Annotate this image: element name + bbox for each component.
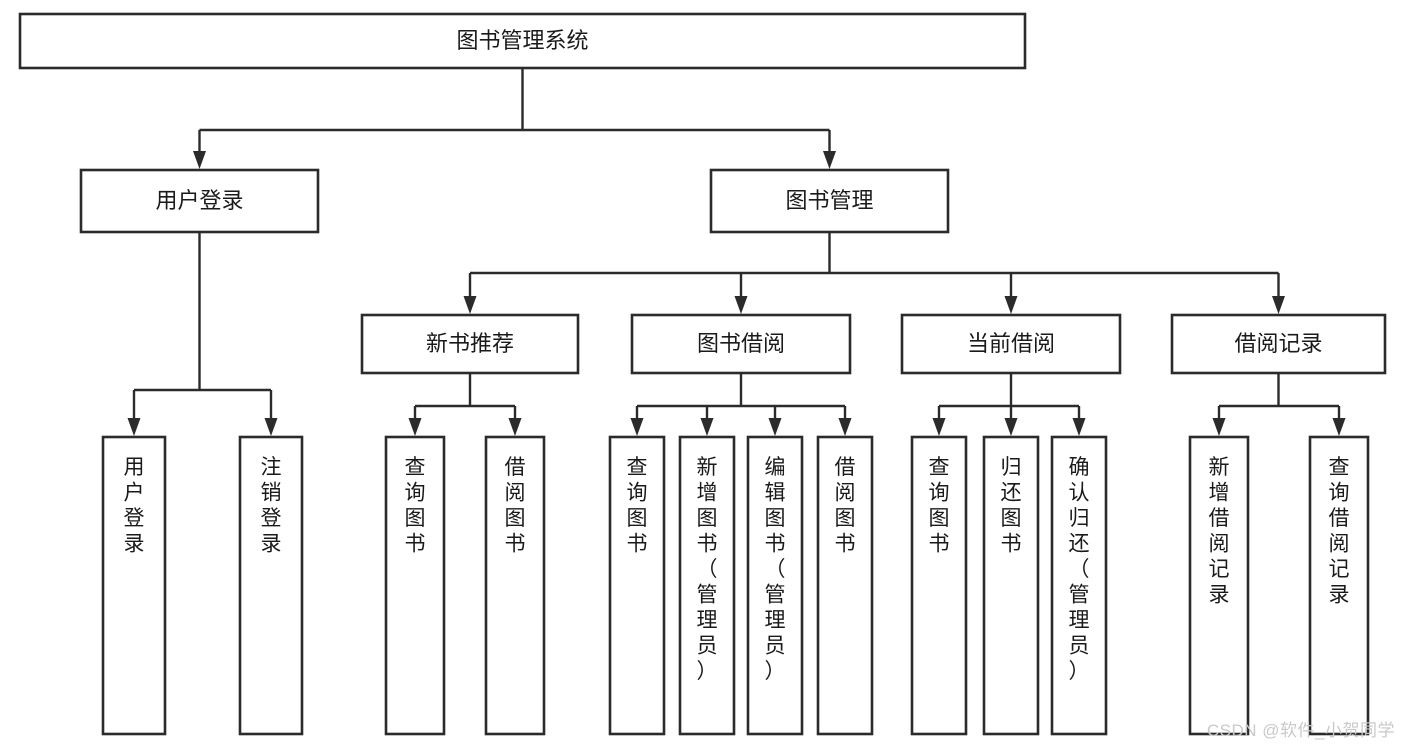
connector-layer bbox=[127, 68, 1346, 436]
arrow-head-icon bbox=[768, 418, 782, 436]
node-leaf-cur-return[interactable]: 归还图书 bbox=[982, 435, 1040, 736]
node-box[interactable] bbox=[238, 435, 304, 736]
node-leaf-user-logout[interactable]: 注销登录 bbox=[238, 435, 304, 736]
node-label: 查询借阅记录 bbox=[1329, 456, 1350, 607]
node-box[interactable] bbox=[816, 435, 874, 736]
node-root[interactable]: 图书管理系统 bbox=[18, 12, 1027, 70]
node-l3-newbook[interactable]: 新书推荐 bbox=[360, 313, 580, 375]
node-label: 查询图书 bbox=[929, 456, 950, 556]
node-leaf-bw-add[interactable]: 新增图书（管理员） bbox=[678, 435, 736, 736]
arrow-head-icon bbox=[193, 151, 206, 169]
node-box[interactable] bbox=[1308, 435, 1370, 736]
node-l2-user[interactable]: 用户登录 bbox=[79, 168, 320, 234]
arrow-head-icon bbox=[1212, 418, 1226, 436]
node-label: 新增借阅记录 bbox=[1209, 456, 1230, 607]
arrow-head-icon bbox=[463, 296, 477, 314]
node-box[interactable] bbox=[608, 435, 666, 736]
node-box[interactable] bbox=[678, 435, 736, 736]
node-label: 确认归还（管理员） bbox=[1069, 456, 1090, 683]
node-label: 图书管理 bbox=[785, 188, 873, 213]
node-l3-current[interactable]: 当前借阅 bbox=[900, 313, 1122, 375]
node-l3-borrow[interactable]: 图书借阅 bbox=[630, 313, 852, 375]
arrow-head-icon bbox=[1004, 418, 1018, 436]
node-box[interactable] bbox=[630, 313, 852, 375]
node-label: 借阅图书 bbox=[505, 456, 526, 556]
node-label: 查询图书 bbox=[405, 456, 426, 556]
node-box[interactable] bbox=[746, 435, 804, 736]
node-box[interactable] bbox=[384, 435, 446, 736]
connector-group bbox=[127, 232, 278, 436]
arrow-head-icon bbox=[734, 296, 748, 314]
arrow-head-icon bbox=[700, 418, 714, 436]
node-l2-book[interactable]: 图书管理 bbox=[709, 168, 950, 234]
node-box[interactable] bbox=[910, 435, 968, 736]
node-label: 当前借阅 bbox=[967, 331, 1055, 356]
node-box[interactable] bbox=[18, 12, 1027, 70]
node-label: 归还图书 bbox=[1001, 456, 1022, 556]
node-leaf-nb-query[interactable]: 查询图书 bbox=[384, 435, 446, 736]
arrow-head-icon bbox=[630, 418, 644, 436]
node-label: 图书管理系统 bbox=[456, 28, 588, 53]
node-label: 借阅图书 bbox=[835, 456, 856, 556]
node-leaf-cur-confirm[interactable]: 确认归还（管理员） bbox=[1050, 435, 1108, 736]
arrow-head-icon bbox=[1272, 296, 1285, 314]
node-label: 用户登录 bbox=[124, 456, 145, 556]
arrow-head-icon bbox=[264, 418, 278, 436]
node-box[interactable] bbox=[360, 313, 580, 375]
arrow-head-icon bbox=[932, 418, 946, 436]
node-leaf-bw-edit[interactable]: 编辑图书（管理员） bbox=[746, 435, 804, 736]
connector-group bbox=[1212, 373, 1346, 436]
csdn-watermark: CSDN @软件_小贺同学 bbox=[1206, 721, 1395, 740]
connector-group bbox=[463, 232, 1285, 314]
node-label: 图书借阅 bbox=[697, 331, 785, 356]
node-leaf-bw-query[interactable]: 查询图书 bbox=[608, 435, 666, 736]
arrow-head-icon bbox=[1332, 418, 1346, 436]
node-box[interactable] bbox=[1188, 435, 1250, 736]
node-label: 新增图书（管理员） bbox=[697, 456, 718, 683]
node-box[interactable] bbox=[900, 313, 1122, 375]
node-label: 查询图书 bbox=[627, 456, 648, 556]
node-label: 注销登录 bbox=[261, 456, 282, 556]
node-box[interactable] bbox=[484, 435, 546, 736]
node-leaf-user-login[interactable]: 用户登录 bbox=[101, 435, 167, 736]
node-layer: 图书管理系统用户登录图书管理新书推荐图书借阅当前借阅借阅记录用户登录注销登录查询… bbox=[18, 12, 1387, 736]
arrow-head-icon bbox=[1072, 418, 1086, 436]
node-box[interactable] bbox=[982, 435, 1040, 736]
node-label: 新书推荐 bbox=[426, 331, 514, 356]
node-leaf-cur-query[interactable]: 查询图书 bbox=[910, 435, 968, 736]
node-box[interactable] bbox=[79, 168, 320, 234]
node-leaf-bw-take[interactable]: 借阅图书 bbox=[816, 435, 874, 736]
node-box[interactable] bbox=[709, 168, 950, 234]
node-label: 借阅记录 bbox=[1234, 331, 1322, 356]
connector-group bbox=[193, 68, 836, 169]
arrow-head-icon bbox=[508, 418, 522, 436]
arrow-head-icon bbox=[127, 418, 141, 436]
connector-group bbox=[408, 373, 522, 436]
node-box[interactable] bbox=[101, 435, 167, 736]
connector-group bbox=[932, 373, 1086, 436]
arrow-head-icon bbox=[823, 151, 836, 169]
arrow-head-icon bbox=[838, 418, 852, 436]
arrow-head-icon bbox=[408, 418, 422, 436]
node-l3-record[interactable]: 借阅记录 bbox=[1170, 313, 1387, 375]
connector-group bbox=[630, 373, 852, 436]
node-box[interactable] bbox=[1170, 313, 1387, 375]
node-label: 用户登录 bbox=[155, 188, 243, 213]
node-leaf-nb-borrow[interactable]: 借阅图书 bbox=[484, 435, 546, 736]
node-leaf-rec-add[interactable]: 新增借阅记录 bbox=[1188, 435, 1250, 736]
node-leaf-rec-query[interactable]: 查询借阅记录 bbox=[1308, 435, 1370, 736]
node-label: 编辑图书（管理员） bbox=[765, 456, 786, 683]
node-box[interactable] bbox=[1050, 435, 1108, 736]
arrow-head-icon bbox=[1004, 296, 1018, 314]
